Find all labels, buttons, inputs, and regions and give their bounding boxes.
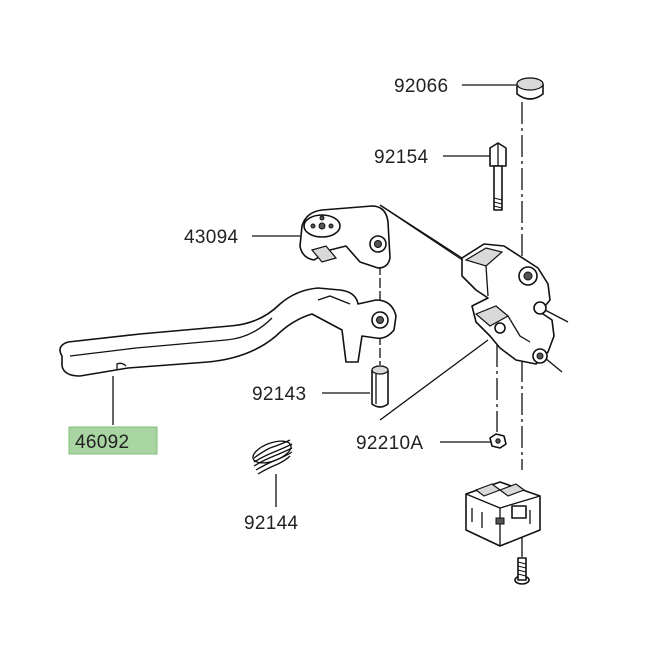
part-92210A-nut (489, 433, 507, 449)
guide-line-right-b (544, 357, 563, 373)
label-92210A[interactable]: 92210A (356, 433, 423, 454)
leader-lines (112, 84, 516, 507)
part-lever-holder (461, 243, 555, 365)
guide-line-right-a (544, 309, 569, 323)
label-92154[interactable]: 92154 (374, 147, 428, 168)
label-92143[interactable]: 92143 (252, 384, 306, 405)
label-43094[interactable]: 43094 (184, 227, 238, 248)
label-92144[interactable]: 92144 (244, 513, 298, 534)
label-46092[interactable]: 46092 (75, 432, 129, 453)
part-92144-spring (252, 439, 293, 475)
label-92066[interactable]: 92066 (394, 76, 448, 97)
part-92154-bolt (489, 142, 507, 211)
part-switch-block (465, 481, 541, 547)
guide-line-upper-b (379, 204, 471, 266)
part-46092-lever (59, 287, 397, 377)
part-92143-collar (371, 365, 389, 408)
part-92066-cap (516, 77, 544, 100)
part-labels: 92066 92154 43094 92143 92210A 46092 921… (75, 76, 448, 534)
highlight-46092 (68, 426, 158, 455)
guide-line-lower (379, 339, 489, 421)
part-small-screw (514, 557, 530, 585)
part-43094-adjuster (299, 205, 391, 269)
